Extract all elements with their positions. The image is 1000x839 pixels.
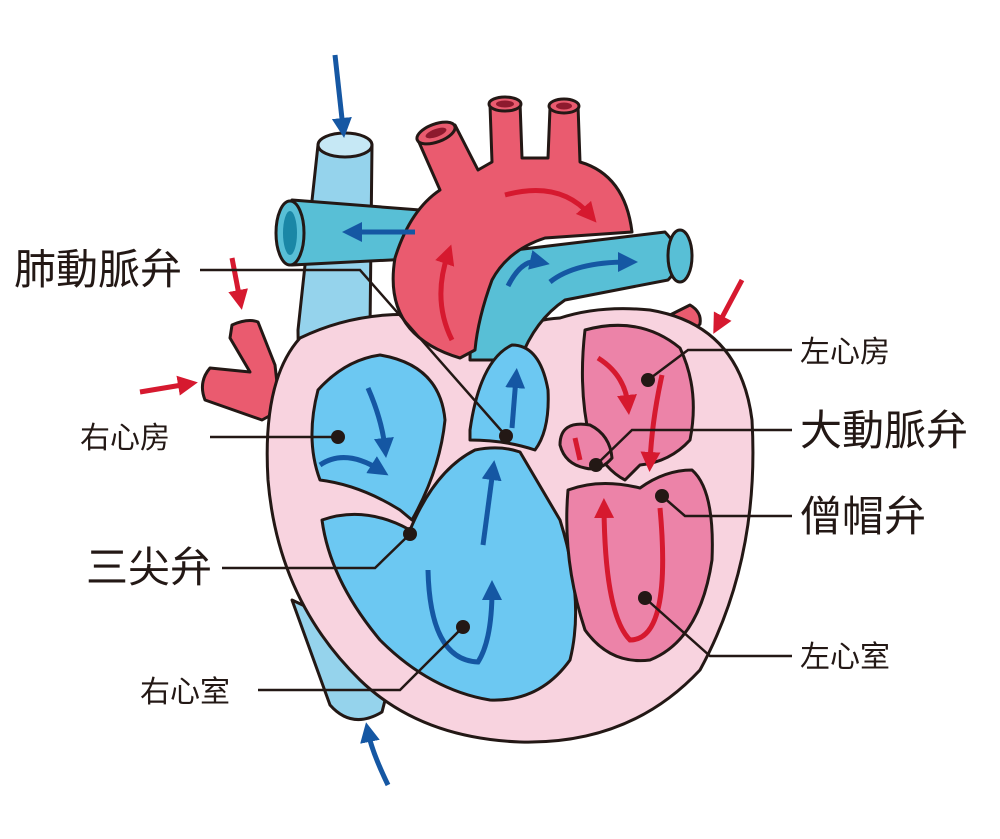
label-tricuspid-valve: 三尖弁 (86, 543, 212, 592)
dot-right-ventricle (456, 620, 470, 634)
dot-tricuspid-valve (403, 527, 417, 541)
aortic-outflow (558, 422, 614, 471)
blue-arrow-pv-up (505, 368, 526, 429)
label-aortic-valve: 大動脈弁 (800, 406, 968, 455)
pulmonary-vein-right (200, 319, 282, 422)
label-pulmonary-valve: 肺動脈弁 (14, 245, 182, 294)
leader-tricuspid-valve (222, 533, 411, 570)
red-arrow-aortic-valve (572, 437, 583, 461)
label-right-ventricle: 右心室 (140, 675, 230, 710)
label-mitral-valve: 僧帽弁 (800, 492, 926, 541)
red-arrow-aorta-arch (504, 188, 597, 223)
blue-arrow-pa-right-1 (505, 250, 550, 288)
leader-left-atrium (647, 348, 792, 381)
pulmonary-artery-left-lumen (283, 211, 297, 255)
dot-aortic-valve (589, 458, 603, 472)
red-arrow-pv-left-in (713, 278, 745, 334)
blue-arrow-rv-loop (425, 569, 502, 665)
label-left-ventricle: 左心室 (800, 640, 890, 675)
aorta-branch-1-lumen (425, 127, 447, 139)
dot-left-atrium (641, 373, 655, 387)
right-ventricle (320, 446, 578, 702)
red-arrow-pv-right-in-1 (228, 257, 248, 310)
aorta-branch-3-lumen (556, 102, 572, 110)
dot-right-atrium (331, 430, 345, 444)
dot-left-ventricle (638, 591, 652, 605)
label-right-atrium: 右心房 (80, 421, 170, 456)
blue-arrow-svc-in (331, 54, 352, 138)
pulmonary-valve-region (468, 343, 550, 452)
pulmonary-artery-right-opening (666, 228, 694, 284)
blue-arrow-ra-curve (318, 455, 389, 476)
leader-pulmonary-valve (200, 268, 507, 437)
dot-pulmonary-valve (499, 429, 513, 443)
label-left-atrium: 左心房 (800, 335, 890, 370)
aorta-branch-2-lumen (496, 100, 514, 108)
blue-arrow-pa-right-2 (548, 252, 638, 284)
red-arrow-la-down-2 (640, 374, 665, 472)
blue-arrow-ivc-in (360, 722, 391, 787)
dot-mitral-valve (655, 489, 669, 503)
leader-aortic-valve (595, 428, 792, 466)
leader-right-ventricle (258, 626, 464, 692)
red-arrow-la-down-1 (596, 355, 637, 415)
leader-left-ventricle (644, 597, 792, 658)
red-arrow-lv-loop (594, 498, 666, 643)
superior-vena-cava-opening (316, 131, 374, 159)
red-arrow-aorta-up (435, 244, 455, 342)
blue-arrow-ra-down (365, 386, 394, 458)
blue-arrow-rv-up (480, 460, 502, 546)
red-arrow-pv-right-in-2 (139, 375, 198, 396)
leader-mitral-valve (661, 495, 792, 518)
